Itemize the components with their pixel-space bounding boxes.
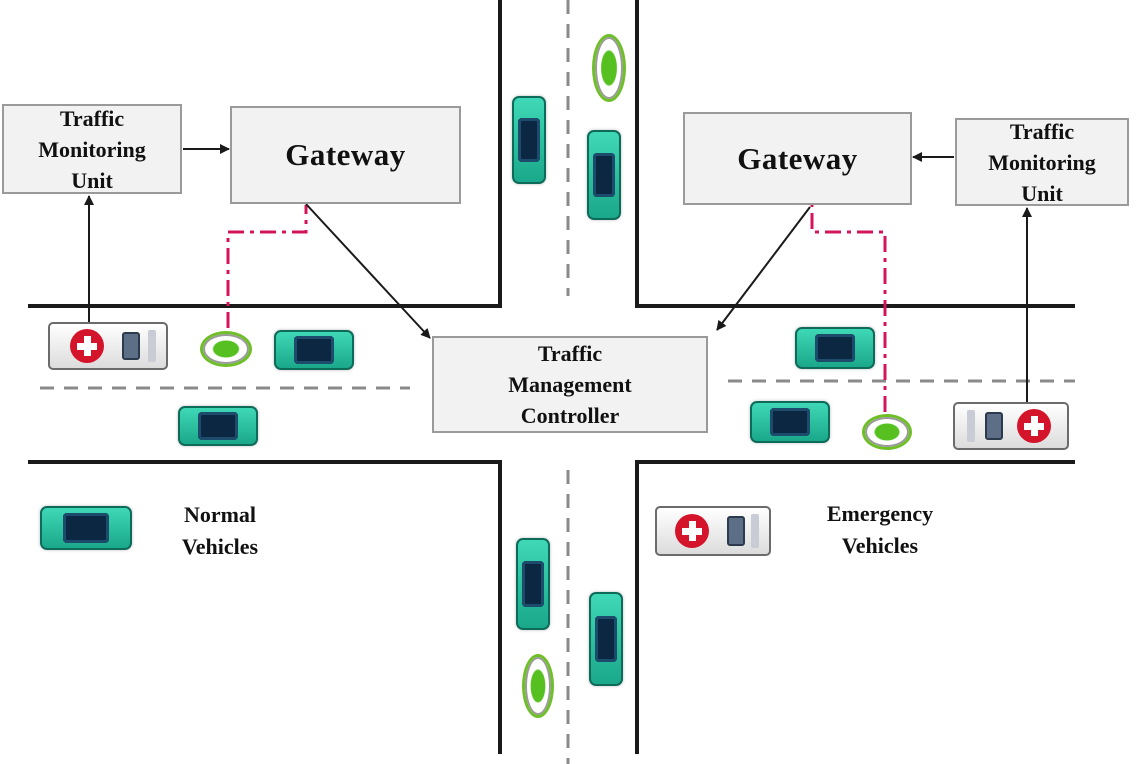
wireless-links — [226, 205, 887, 412]
car-icon — [512, 96, 546, 184]
traffic-management-controller: Traffic Management Controller — [432, 336, 708, 433]
left-traffic-monitoring-unit: Traffic Monitoring Unit — [2, 104, 182, 194]
car-icon — [516, 538, 550, 630]
ambulance-icon — [48, 322, 168, 370]
road-edge-top-left — [28, 0, 502, 308]
car-icon — [274, 330, 354, 370]
road-edge-bottom-left — [28, 460, 502, 754]
car-icon — [750, 401, 830, 443]
right-traffic-monitoring-unit: Traffic Monitoring Unit — [955, 118, 1129, 206]
wireless-link-left — [226, 205, 308, 328]
motorbike-icon — [522, 654, 554, 718]
road-edge-bottom-right — [635, 460, 1075, 754]
lane-dividers — [40, 0, 1075, 764]
left-gateway: Gateway — [230, 106, 461, 204]
legend-emergency-vehicles-label: Emergency Vehicles — [826, 501, 934, 558]
wireless-link-right — [810, 205, 887, 412]
car-icon — [795, 327, 875, 369]
car-icon — [589, 592, 623, 686]
motorbike-icon — [592, 34, 626, 102]
ambulance-icon — [953, 402, 1069, 450]
right-gateway: Gateway — [683, 112, 912, 205]
car-icon — [587, 130, 621, 220]
arrow-right-gateway-to-controller — [716, 206, 811, 331]
legend-normal-vehicle-icon — [40, 506, 132, 550]
arrow-left-gateway-to-controller — [305, 203, 431, 339]
legend-emergency-vehicle-icon — [655, 506, 771, 556]
road-edges — [28, 0, 1075, 754]
motorbike-icon — [200, 331, 252, 367]
motorbike-icon — [862, 414, 912, 450]
data-flow-arrows — [84, 144, 1032, 402]
car-icon — [178, 406, 258, 446]
legend-normal-vehicles-label: Normal Vehicles — [181, 502, 259, 559]
road-edge-top-right — [635, 0, 1075, 308]
